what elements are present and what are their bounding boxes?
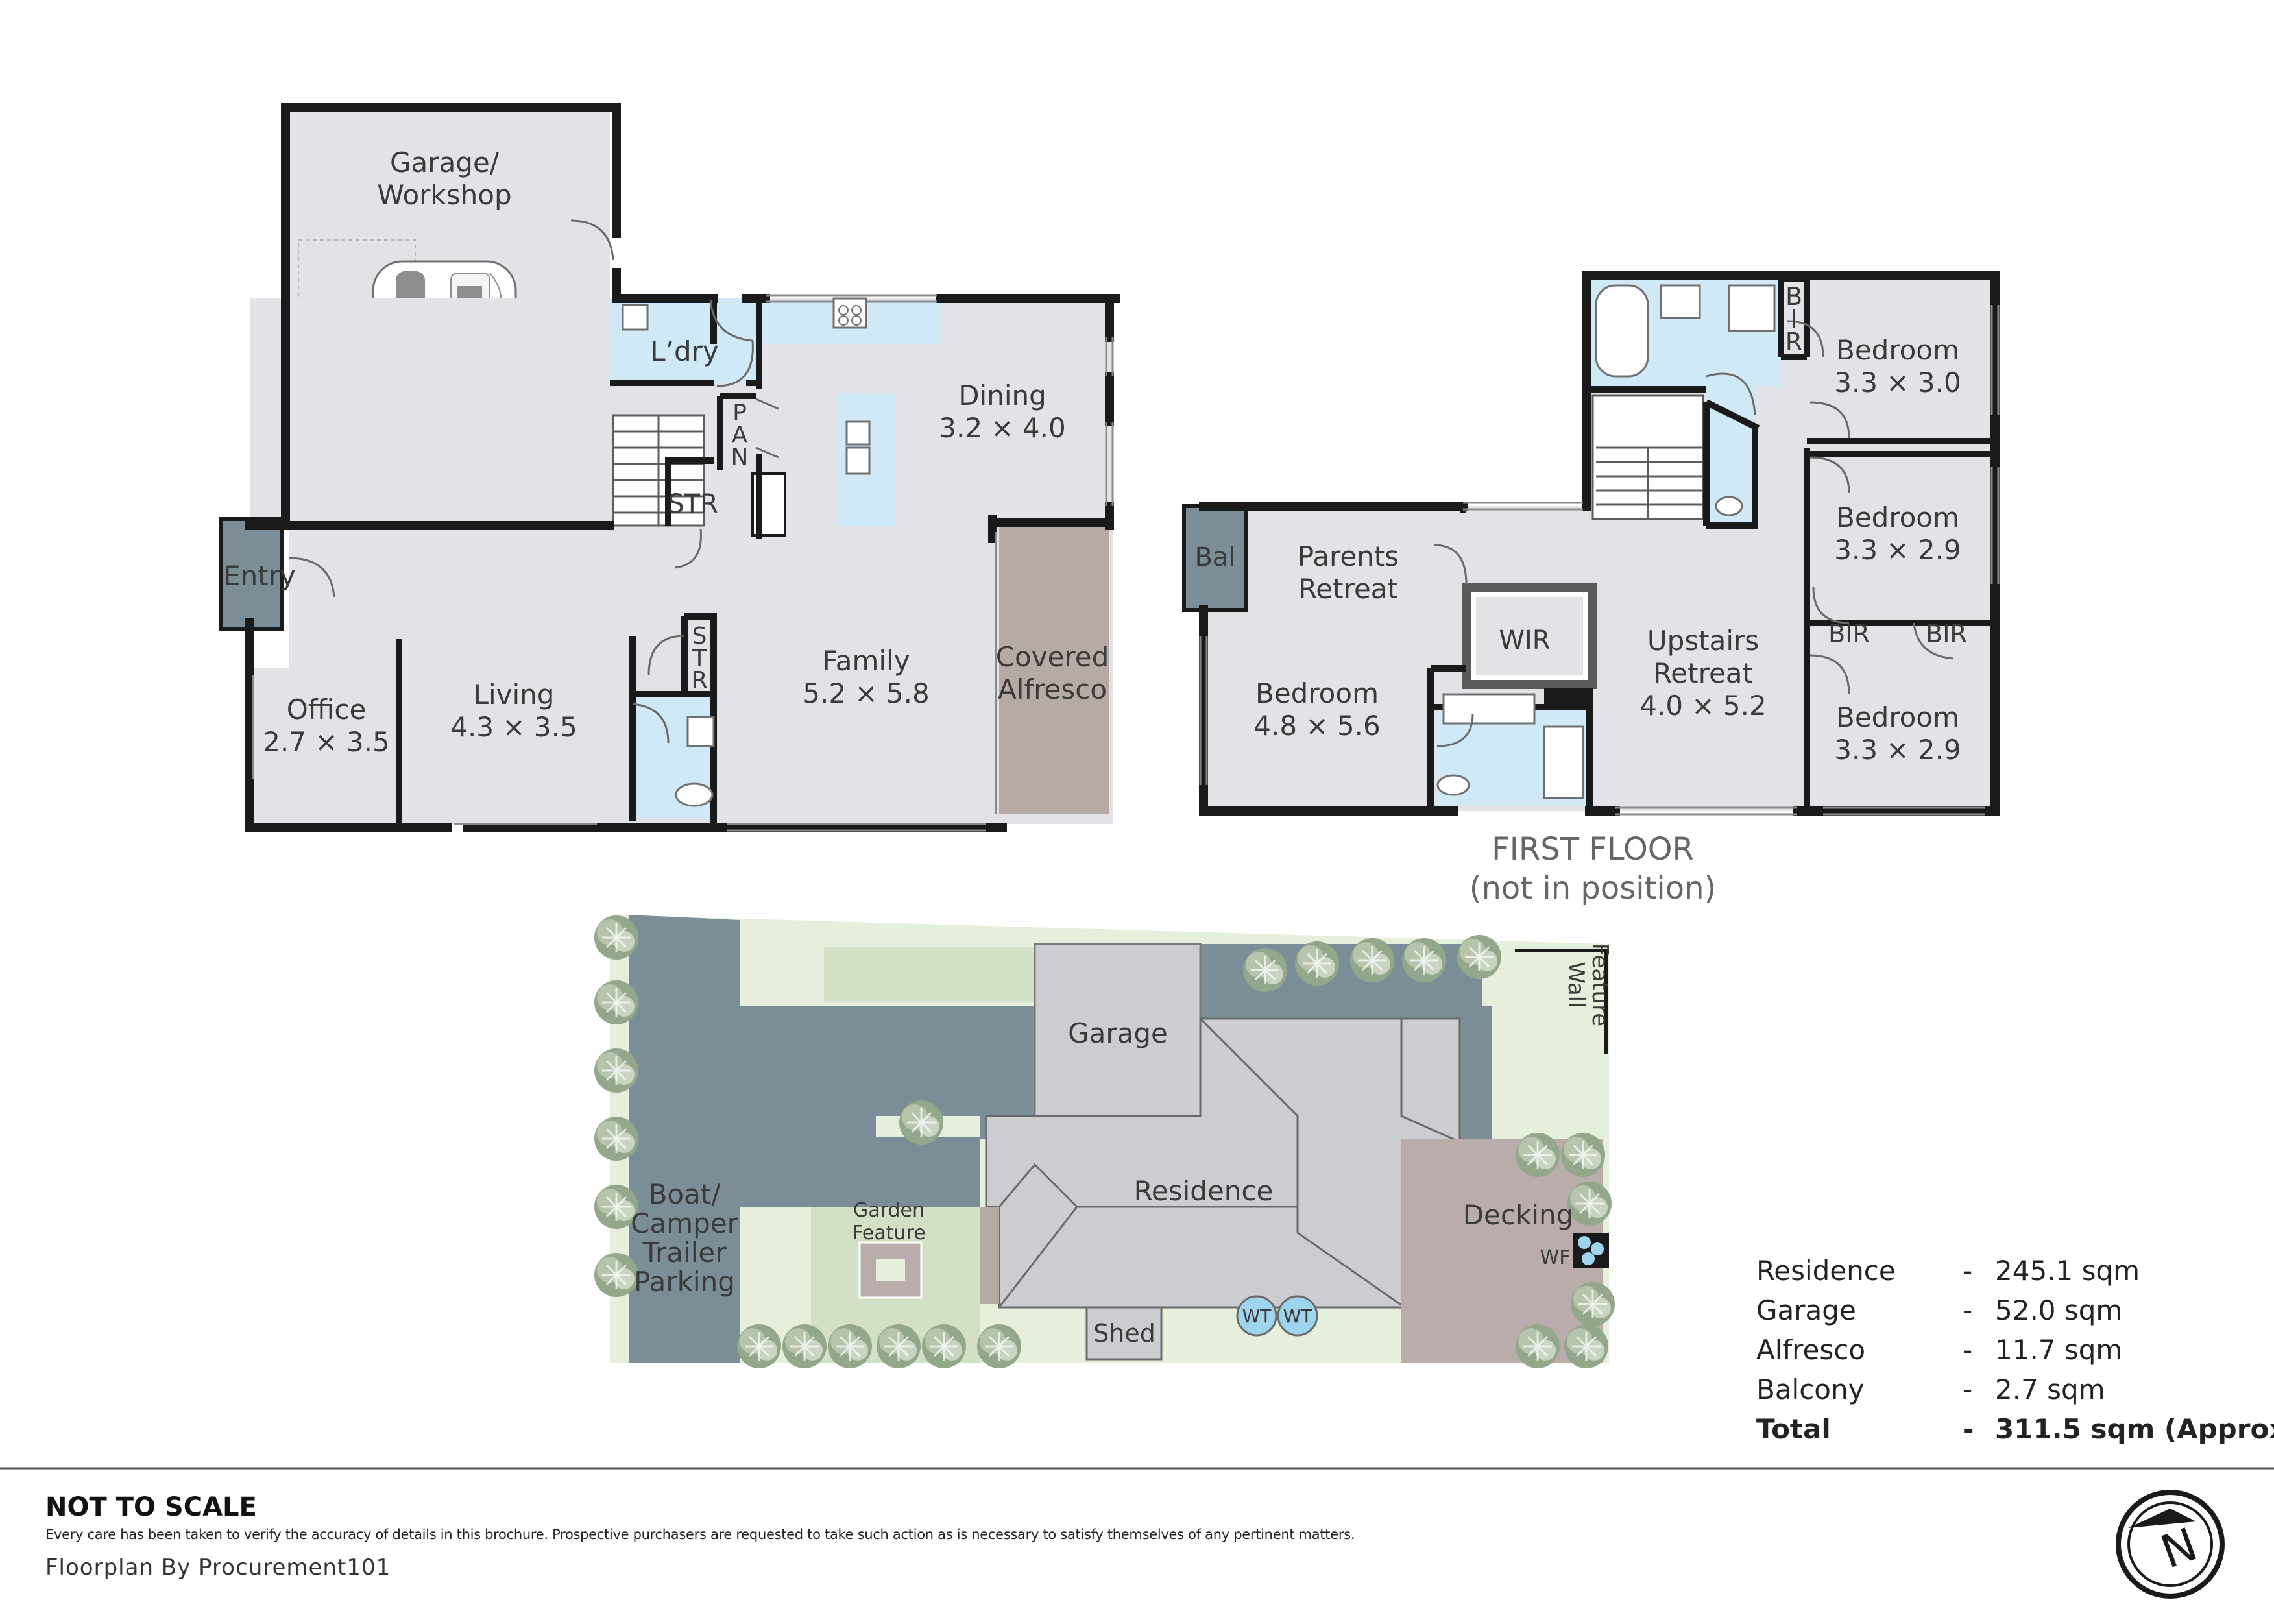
water-tank-icon (1277, 1295, 1318, 1337)
upstairs-body (1204, 506, 1995, 811)
area-label-alfresco: Alfresco (1756, 1334, 1865, 1366)
area-dash: - (1963, 1294, 1972, 1326)
site-garage (1034, 943, 1202, 1121)
site-garage-label: Garage (1068, 1017, 1168, 1049)
ground-floor-plan: Garage/ Workshop L’dry P A N STR S T R D… (219, 103, 1120, 832)
dining-size: 3.2 × 4.0 (939, 412, 1065, 444)
area-dash: - (1963, 1255, 1972, 1287)
office-label: Office (287, 694, 367, 725)
upstairs-retreat-label-2: Retreat (1653, 657, 1753, 689)
dining-label: Dining (958, 380, 1046, 411)
bir-label-b: B (1785, 282, 1802, 311)
residence-label: Residence (1134, 1175, 1274, 1207)
area-dash: - (1963, 1374, 1972, 1405)
area-schedule: Residence - 245.1 sqm Garage - 52.0 sqm … (1756, 1255, 2274, 1445)
disclaimer-text: Every care has been taken to verify the … (45, 1527, 1355, 1542)
water-tank-label-2: WT (1283, 1305, 1313, 1327)
area-value-alfresco: 11.7 sqm (1995, 1334, 2122, 1366)
store2-label-r: R (691, 667, 707, 694)
water-feature-label: WF (1540, 1246, 1571, 1269)
store2-label-s: S (692, 623, 707, 649)
bir-label-i: I (1790, 305, 1797, 333)
alfresco-label-2: Alfresco (998, 673, 1107, 705)
family-size: 5.2 × 5.8 (803, 677, 929, 709)
boat-parking-label-1: Boat/ (649, 1178, 721, 1210)
bir-right-label: BIR (1926, 620, 1967, 648)
office-size: 2.7 × 3.5 (263, 726, 389, 758)
entry-label: Entry (223, 560, 296, 592)
master-bedroom-size: 4.8 × 5.6 (1253, 710, 1380, 742)
garage-label: Garage/ (390, 147, 500, 178)
family-label: Family (822, 645, 910, 677)
feature-wall-label-2: Wall (1563, 962, 1589, 1008)
credit-text: Floorplan By Procurement101 (45, 1555, 391, 1581)
pantry-label-p: P (732, 400, 747, 426)
master-bedroom-label: Bedroom (1255, 677, 1379, 709)
bir-left-label: BIR (1828, 620, 1870, 648)
north-compass-icon: N (2116, 1490, 2225, 1599)
decking-area (1401, 1139, 1603, 1363)
garden-feature-label-2: Feature (852, 1222, 925, 1244)
bedroom-c-size: 3.3 × 2.9 (1834, 734, 1961, 766)
garden-feature-label: Garden (853, 1199, 925, 1222)
parents-retreat-label-2: Retreat (1298, 573, 1398, 605)
boat-parking-label-4: Parking (634, 1266, 735, 1298)
water-tank-label-1: WT (1242, 1305, 1272, 1327)
area-dash: - (1963, 1413, 1974, 1445)
alfresco-area (999, 522, 1109, 814)
bedroom-a-label: Bedroom (1836, 334, 1959, 366)
upstairs-retreat-label: Upstairs (1647, 625, 1759, 657)
decking-label: Decking (1463, 1199, 1574, 1231)
boat-parking-label-3: Trailer (642, 1237, 727, 1268)
first-floor-caption: FIRST FLOOR (1492, 831, 1694, 867)
balcony-label: Bal (1194, 542, 1235, 572)
site-plan: Garage Feature Wall Boat/ Camper Trailer… (593, 914, 1616, 1370)
bedroom-c-label: Bedroom (1836, 701, 1959, 733)
area-label-total: Total (1756, 1413, 1831, 1445)
alfresco-label: Covered (996, 641, 1109, 673)
parents-retreat-label: Parents (1298, 540, 1399, 572)
pantry-label-a: A (732, 422, 748, 448)
area-value-residence: 245.1 sqm (1995, 1255, 2140, 1287)
water-tank-icon (1236, 1295, 1277, 1337)
upstairs-retreat-size: 4.0 × 5.2 (1639, 690, 1766, 721)
area-label-garage: Garage (1756, 1294, 1856, 1326)
bedroom-a-size: 3.3 × 3.0 (1834, 367, 1961, 398)
laundry-label: L’dry (650, 335, 719, 367)
shed (1085, 1306, 1163, 1361)
feature-wall-label: Feature (1587, 943, 1613, 1026)
bedroom-b-size: 3.3 × 2.9 (1834, 534, 1961, 566)
area-value-total: 311.5 sqm (Approx) (1995, 1413, 2274, 1445)
balcony (1182, 504, 1248, 612)
first-floor-subcaption: (not in position) (1470, 870, 1716, 906)
store-label: STR (668, 489, 718, 519)
living-size: 4.3 × 3.5 (450, 711, 577, 743)
entry-porch (219, 517, 284, 631)
shed-label: Shed (1093, 1319, 1155, 1348)
boat-parking-label-2: Camper (631, 1207, 738, 1239)
area-value-balcony: 2.7 sqm (1995, 1374, 2105, 1405)
garage-label-2: Workshop (377, 179, 511, 211)
pantry-label-n: N (731, 444, 749, 470)
living-label: Living (474, 679, 555, 710)
store2-label-t: T (692, 645, 707, 672)
bir-label-r: R (1785, 328, 1802, 356)
wir-label: WIR (1499, 625, 1550, 655)
area-value-garage: 52.0 sqm (1995, 1294, 2122, 1326)
first-floor-plan: B I R Bedroom 3.3 × 3.0 Bedroom 3.3 × 2.… (1182, 271, 2000, 906)
area-label-residence: Residence (1756, 1255, 1896, 1287)
area-label-balcony: Balcony (1756, 1374, 1864, 1405)
not-to-scale-title: NOT TO SCALE (45, 1492, 257, 1522)
area-dash: - (1963, 1334, 1972, 1366)
bedroom-b-label: Bedroom (1836, 502, 1959, 533)
